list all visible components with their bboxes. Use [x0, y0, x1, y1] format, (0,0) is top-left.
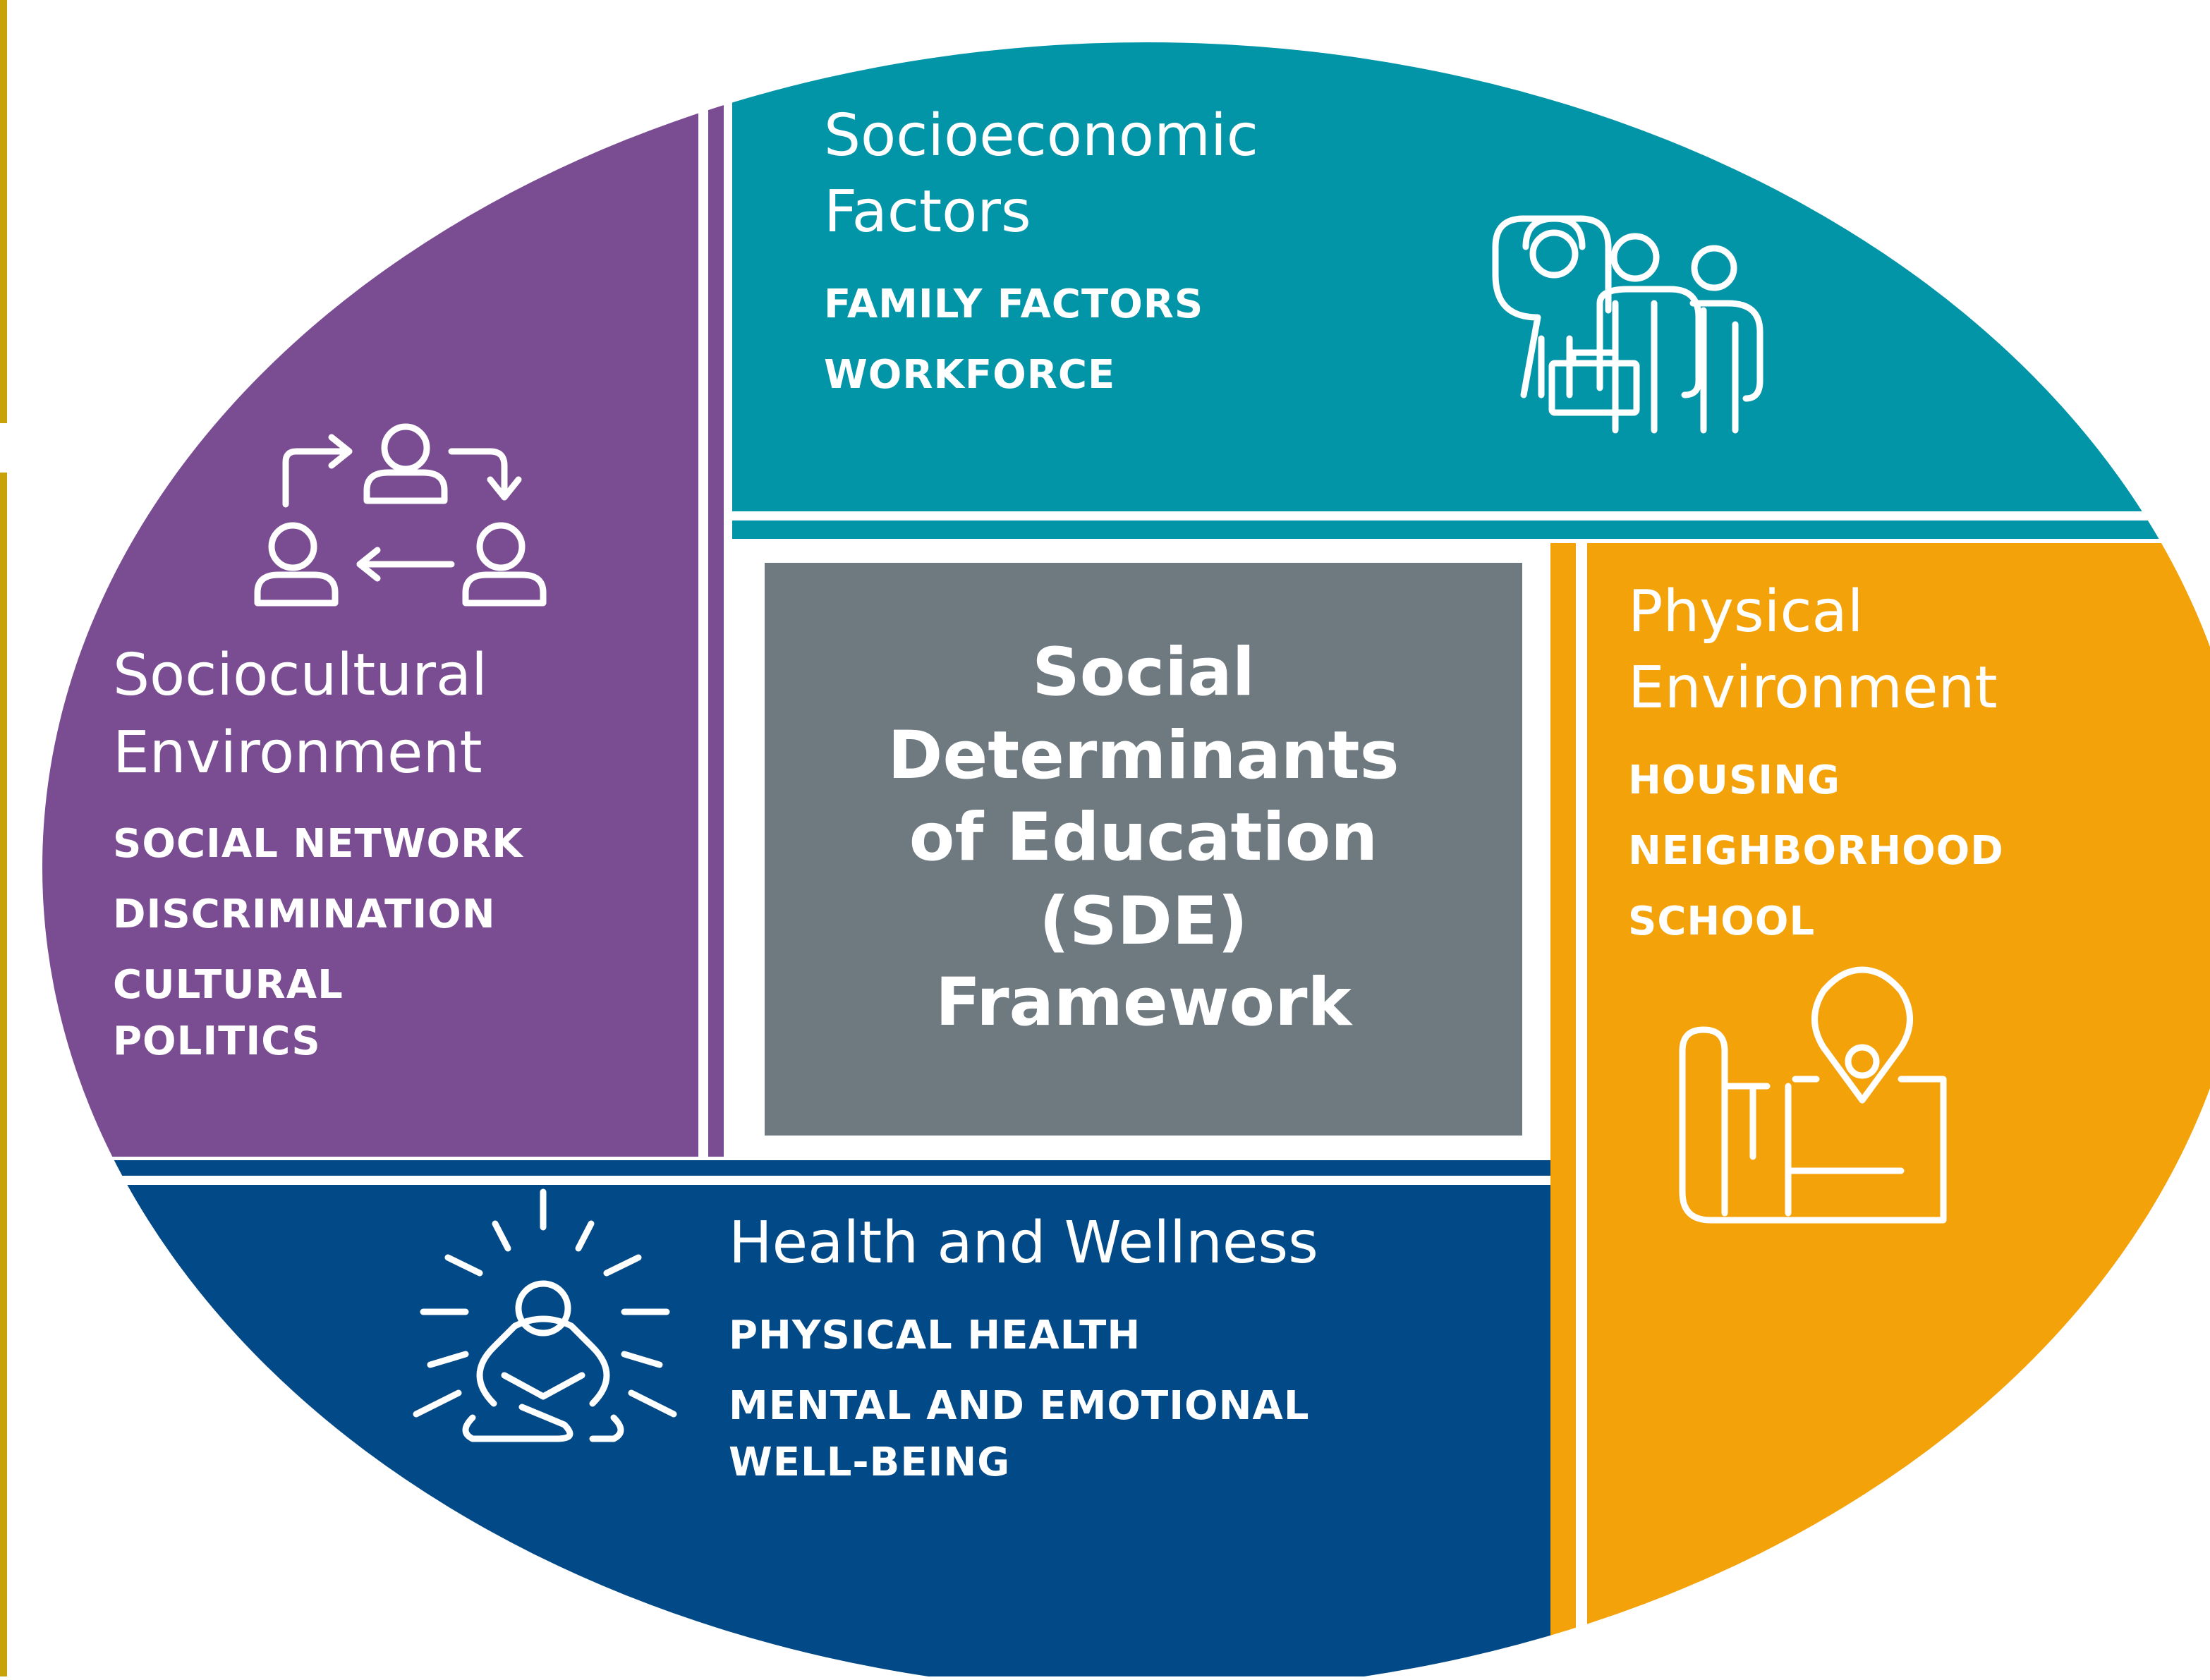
health-item-physical-health: PHYSICAL HEALTH	[729, 1313, 1141, 1358]
health-strip	[42, 1160, 1550, 1176]
sociocultural-item-cultural: CULTURAL	[113, 962, 344, 1008]
sociocultural-item-politics: POLITICS	[113, 1018, 321, 1064]
map-pin-icon	[1679, 966, 1947, 1224]
physical-item-school: SCHOOL	[1628, 899, 1815, 944]
left-accent-bar-lower	[0, 473, 7, 1676]
center-box	[765, 563, 1522, 1136]
physical-title-line-2: Environment	[1628, 655, 1998, 722]
health-item-mental-emotional: MENTAL AND EMOTIONAL	[729, 1383, 1310, 1429]
sociocultural-strip	[708, 42, 724, 1157]
center-title-line-5: Framework	[935, 964, 1353, 1041]
meditation-icon	[413, 1188, 677, 1442]
center-title-line-3: of Education	[909, 799, 1378, 876]
sociocultural-item-discrimination: DISCRIMINATION	[113, 891, 496, 937]
socioeconomic-strip	[732, 521, 2210, 539]
socioeconomic-title-line-1: Socioeconomic	[824, 102, 1258, 169]
physical-item-housing: HOUSING	[1628, 757, 1840, 803]
health-title: Health and Wellness	[729, 1210, 1318, 1277]
health-item-well-being: WELL-BEING	[729, 1439, 1010, 1485]
sociocultural-title-line-1: Sociocultural	[113, 642, 487, 709]
physical-strip	[1550, 543, 1576, 1680]
socioeconomic-item-workforce: WORKFORCE	[824, 352, 1115, 398]
socioeconomic-region	[732, 42, 2210, 511]
sociocultural-item-social-network: SOCIAL NETWORK	[113, 821, 524, 867]
sociocultural-title-line-2: Environment	[113, 719, 482, 786]
socioeconomic-title-line-2: Factors	[824, 178, 1031, 245]
people-exchange-icon	[254, 423, 547, 607]
center-title-line-2: Determinants	[887, 717, 1399, 794]
people-briefcase-icon	[1492, 215, 1763, 434]
center-title-line-1: Social	[1032, 634, 1255, 711]
center-title-line-4: (SDE)	[1039, 883, 1248, 960]
left-accent-bar	[0, 0, 7, 423]
physical-item-neighborhood: NEIGHBORHOOD	[1628, 828, 2004, 874]
socioeconomic-item-family-factors: FAMILY FACTORS	[824, 281, 1203, 327]
physical-title-line-1: Physical	[1628, 578, 1864, 645]
sociocultural-region	[42, 42, 698, 1157]
